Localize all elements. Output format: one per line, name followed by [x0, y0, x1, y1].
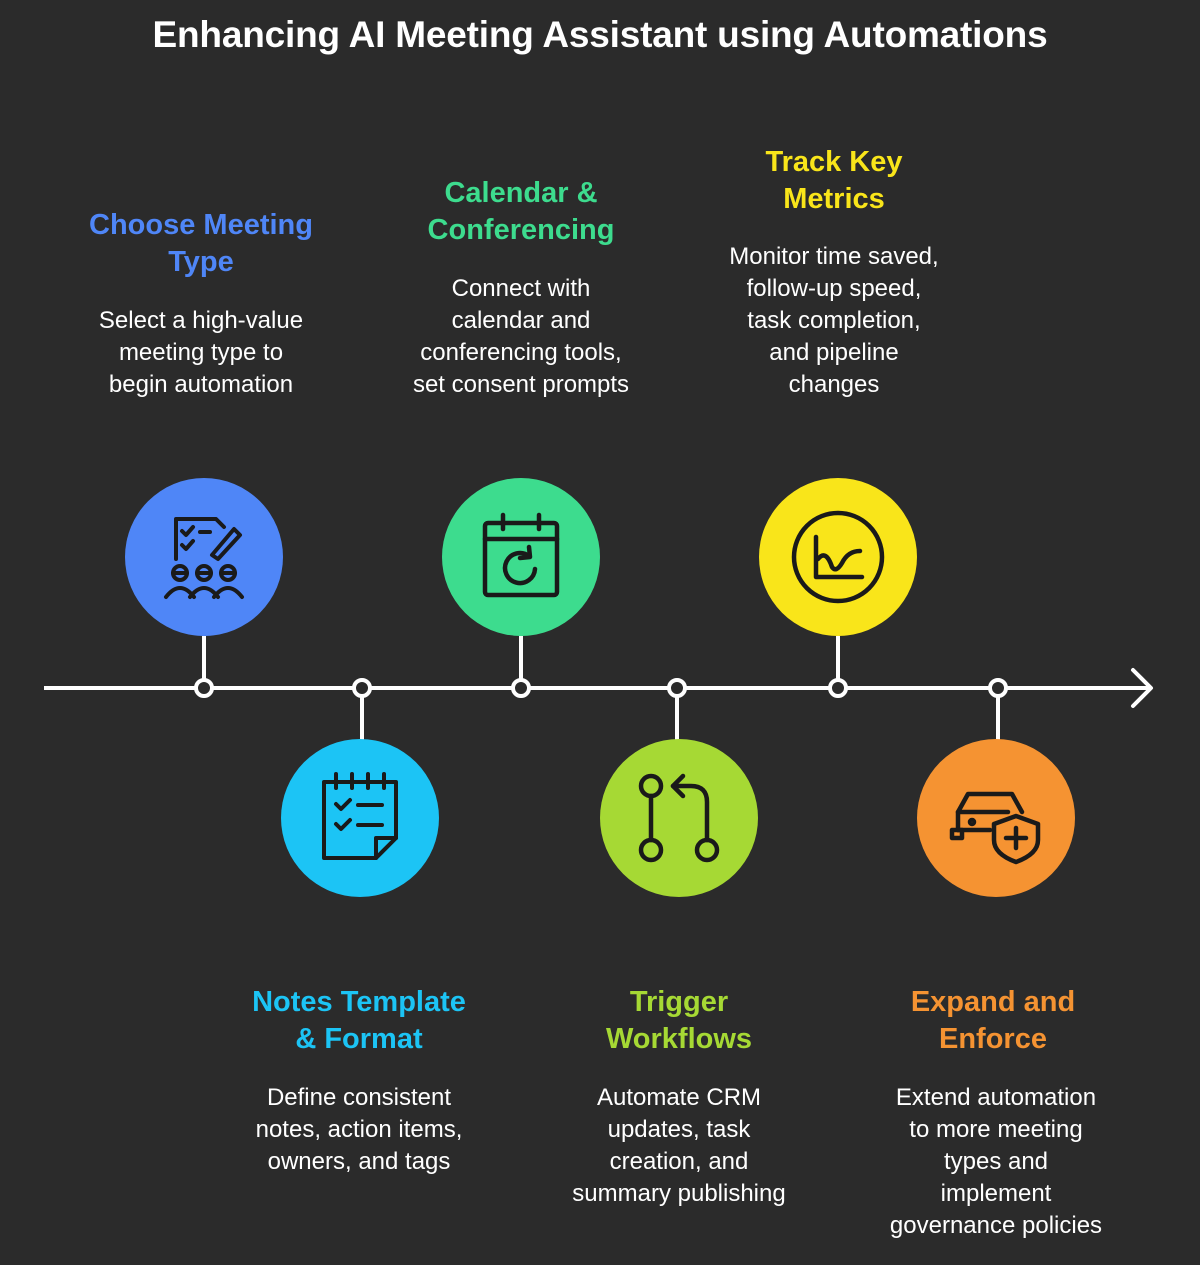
step-4-title: Trigger Workflows — [605, 986, 753, 1055]
timeline-node-1 — [194, 678, 214, 698]
step-3-circle — [442, 478, 600, 636]
step-2-description: Define consistent notes, action items, o… — [255, 1084, 463, 1175]
step-5-circle — [759, 478, 917, 636]
calendar-sync-icon — [482, 512, 560, 598]
notepad-checklist-icon — [322, 772, 398, 860]
step-5-title: Track Key Metrics — [765, 146, 903, 215]
step-1-description: Select a high-value meeting type to begi… — [98, 307, 304, 398]
step-2-title: Notes Template & Format — [252, 986, 466, 1055]
timeline-node-6 — [988, 678, 1008, 698]
step-1-title: Choose Meeting Type — [89, 209, 313, 278]
step-3-title: Calendar & Conferencing — [427, 177, 615, 246]
step-4-description: Automate CRM updates, task creation, and… — [572, 1084, 786, 1207]
workflow-branch-icon — [638, 773, 720, 863]
meeting-checklist-icon — [164, 517, 244, 599]
car-shield-icon — [949, 791, 1041, 865]
timeline-node-5 — [828, 678, 848, 698]
step-6-title: Expand and Enforce — [910, 986, 1076, 1055]
timeline-arrowhead — [1131, 668, 1153, 708]
step-3-description: Connect with calendar and conferencing t… — [412, 275, 630, 398]
diagram-title: Enhancing AI Meeting Assistant using Aut… — [152, 14, 1048, 55]
timeline-node-4 — [667, 678, 687, 698]
step-6-description: Extend automation to more meeting types … — [889, 1084, 1103, 1239]
timeline-node-3 — [511, 678, 531, 698]
step-2-circle — [281, 739, 439, 897]
chart-line-icon — [791, 510, 885, 604]
step-4-circle — [600, 739, 758, 897]
step-1-circle — [125, 478, 283, 636]
step-5-description: Monitor time saved, follow-up speed, tas… — [729, 243, 939, 398]
step-6-circle — [917, 739, 1075, 897]
timeline-node-2 — [352, 678, 372, 698]
